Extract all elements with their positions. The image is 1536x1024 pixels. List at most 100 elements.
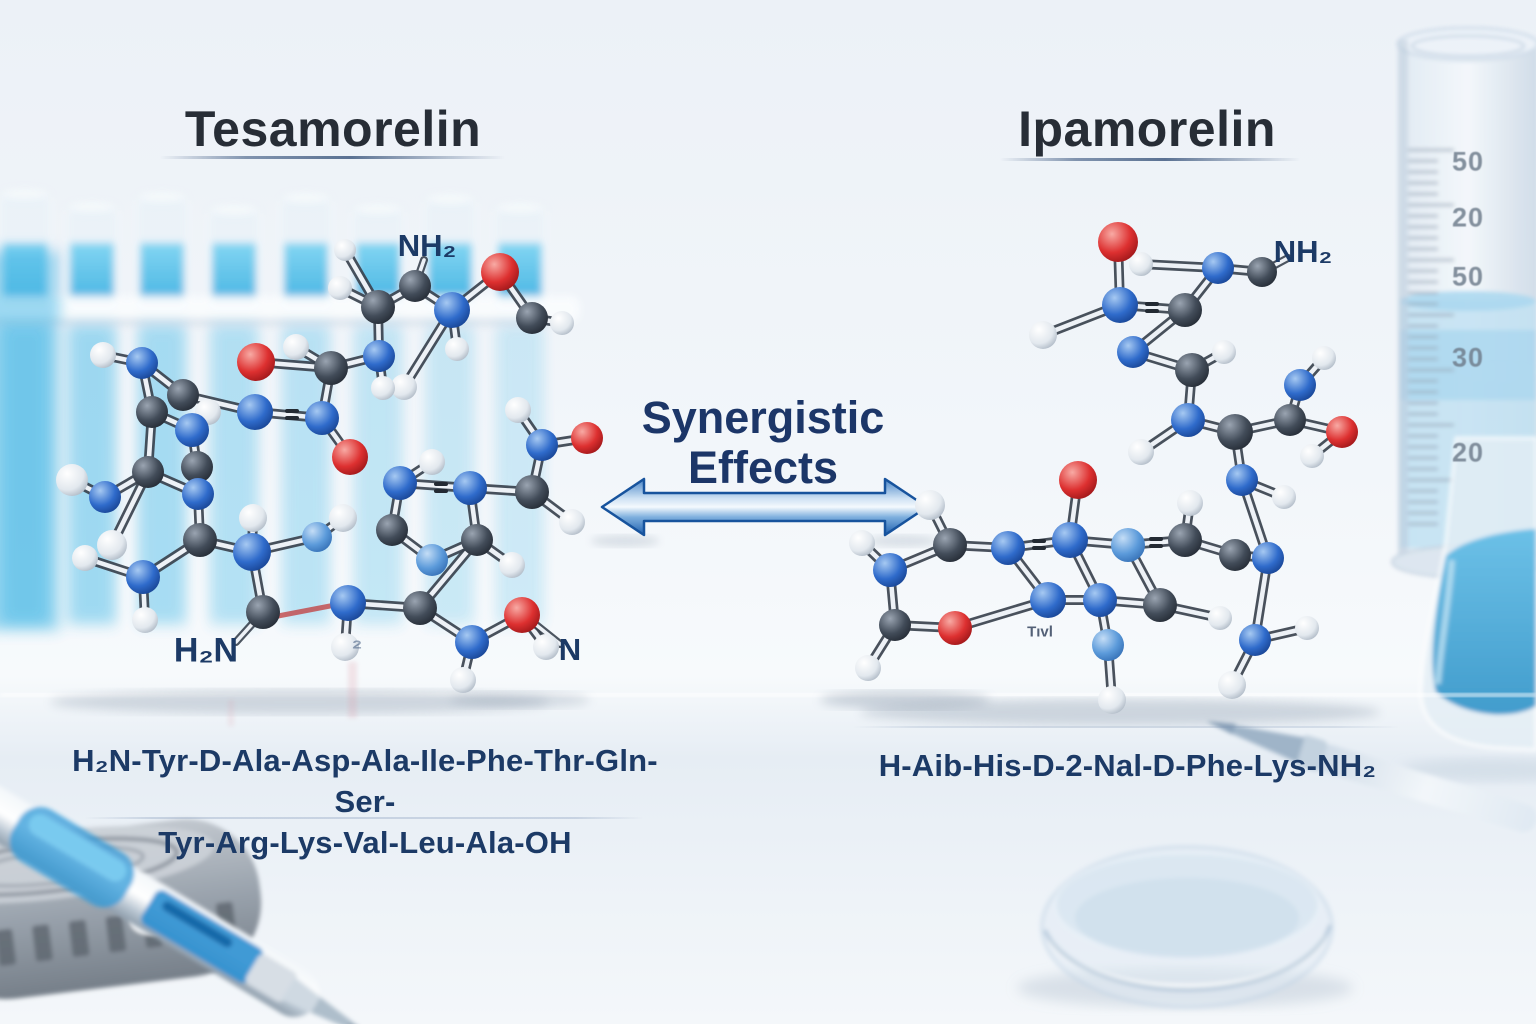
- hydrogen-atom: [329, 504, 357, 532]
- ipamorelin-underline: [1000, 158, 1300, 161]
- nitrogen-atom: [233, 533, 271, 571]
- carbon-atom: [1247, 257, 1277, 287]
- molecule-label: NH₂: [397, 228, 457, 263]
- cylinder-volume-label: 50: [1452, 146, 1485, 177]
- nitrogen-atom: [455, 625, 489, 659]
- carbon-atom: [1168, 293, 1202, 327]
- bond: [275, 603, 333, 619]
- nitrogen-atom: [1052, 522, 1088, 558]
- hydrogen-atom: [1129, 252, 1153, 276]
- hydrogen-atom: [1272, 485, 1296, 509]
- hydrogen-atom: [505, 397, 531, 423]
- molecule-label: Tıvl: [1027, 623, 1053, 641]
- test-tube-rim: [207, 203, 261, 217]
- hydrogen-atom: [328, 276, 352, 300]
- carbon-atom: [1143, 588, 1177, 622]
- nitrogen-atom: [1252, 542, 1284, 574]
- left-sequence-underline: [85, 817, 643, 819]
- oxygen-atom: [332, 439, 368, 475]
- double-bond-tick: [1145, 309, 1159, 313]
- nitrogen-atom: [1030, 582, 1066, 618]
- tesamorelin-sequence: H₂N-Tyr-D-Ala-Asp-Ala-Ile-Phe-Thr-Gln-Se…: [60, 740, 670, 863]
- oxygen-atom: [237, 343, 275, 381]
- oxygen-atom: [504, 597, 540, 633]
- hydrogen-atom: [849, 530, 875, 556]
- hydrogen-atom: [331, 633, 359, 661]
- test-tube-rim: [279, 191, 333, 205]
- molecule-label: N: [558, 632, 582, 667]
- carbon-atom: [181, 451, 213, 483]
- nitrogen-atom: [237, 394, 273, 430]
- artifact-smudge: [348, 662, 357, 718]
- hydrogen-atom: [1300, 444, 1324, 468]
- molecule-label: NH₂: [1273, 234, 1333, 269]
- hydrogen-atom: [855, 655, 881, 681]
- hydrogen-atom: [445, 337, 469, 361]
- nitrogen-atom: [89, 481, 121, 513]
- test-tube-rim: [351, 202, 405, 216]
- oxygen-atom: [1326, 416, 1358, 448]
- carbon-atom: [167, 379, 199, 411]
- cylinder-volume-label: 20: [1452, 437, 1485, 468]
- test-tube-rim: [65, 200, 119, 214]
- nitrogen-atom: [305, 401, 339, 435]
- nitrogen-atom: [126, 560, 160, 594]
- nitrogen-atom-light: [416, 544, 448, 576]
- double-bond-tick: [1145, 302, 1159, 306]
- hydrogen-atom: [334, 239, 356, 261]
- hydrogen-atom: [72, 545, 98, 571]
- carbon-atom: [1168, 523, 1202, 557]
- carbon-atom: [879, 609, 911, 641]
- cylinder-volume-label: 50: [1452, 261, 1485, 292]
- nitrogen-atom: [1083, 583, 1117, 617]
- cylinder-volume-label: 20: [1452, 202, 1485, 233]
- hydrogen-atom: [239, 504, 267, 532]
- test-tube-liquid: [284, 243, 328, 303]
- hydrogen-atom: [1212, 340, 1236, 364]
- molecule-label: ₂: [351, 627, 363, 654]
- carbon-atom: [1219, 539, 1251, 571]
- nitrogen-atom: [1284, 369, 1316, 401]
- carbon-atom: [246, 595, 280, 629]
- tesamorelin-sequence-line1: H₂N-Tyr-D-Ala-Asp-Ala-Ile-Phe-Thr-Gln-Se…: [72, 743, 658, 819]
- carbon-atom: [1175, 353, 1209, 387]
- carbon-atom: [361, 290, 395, 324]
- hydrogen-atom: [1295, 616, 1319, 640]
- right-sequence-topline: [852, 726, 1400, 728]
- double-bond-tick: [1149, 544, 1163, 548]
- hydrogen-atom: [450, 667, 476, 693]
- molecule-shadow: [450, 692, 590, 708]
- hydrogen-atom: [419, 449, 445, 475]
- hydrogen-atom: [915, 490, 945, 520]
- test-tube-rim: [135, 190, 189, 204]
- hydrogen-atom: [132, 607, 158, 633]
- synergy-text-line2: Effects: [687, 442, 839, 493]
- double-bond-tick: [285, 409, 299, 413]
- carbon-atom: [1274, 404, 1306, 436]
- dial-slot: [105, 915, 127, 953]
- carbon-atom: [933, 528, 967, 562]
- hydrogen-atom: [90, 342, 116, 368]
- nitrogen-atom: [363, 340, 395, 372]
- nitrogen-atom: [1117, 336, 1149, 368]
- hydrogen-atom: [391, 374, 417, 400]
- test-tube-liquid: [70, 243, 114, 303]
- nitrogen-atom-light: [1111, 528, 1145, 562]
- carbon-atom: [376, 514, 408, 546]
- carbon-atom: [1217, 414, 1253, 450]
- nitrogen-atom: [434, 292, 470, 328]
- molecule-label: H₂N: [173, 631, 239, 670]
- carbon-atom: [314, 351, 348, 385]
- molecule-shadow: [820, 691, 990, 709]
- double-bond-tick: [434, 489, 448, 493]
- nitrogen-atom: [383, 466, 417, 500]
- carbon-atom: [515, 475, 549, 509]
- hydrogen-atom: [550, 311, 574, 335]
- hydrogen-atom: [1208, 606, 1232, 630]
- hydrogen-atom: [56, 464, 88, 496]
- nitrogen-atom: [1226, 464, 1258, 496]
- nitrogen-atom: [182, 478, 214, 510]
- tesamorelin-molecule: [50, 239, 603, 714]
- cylinder-volume-label: 30: [1452, 342, 1485, 373]
- oxygen-atom: [1098, 222, 1138, 262]
